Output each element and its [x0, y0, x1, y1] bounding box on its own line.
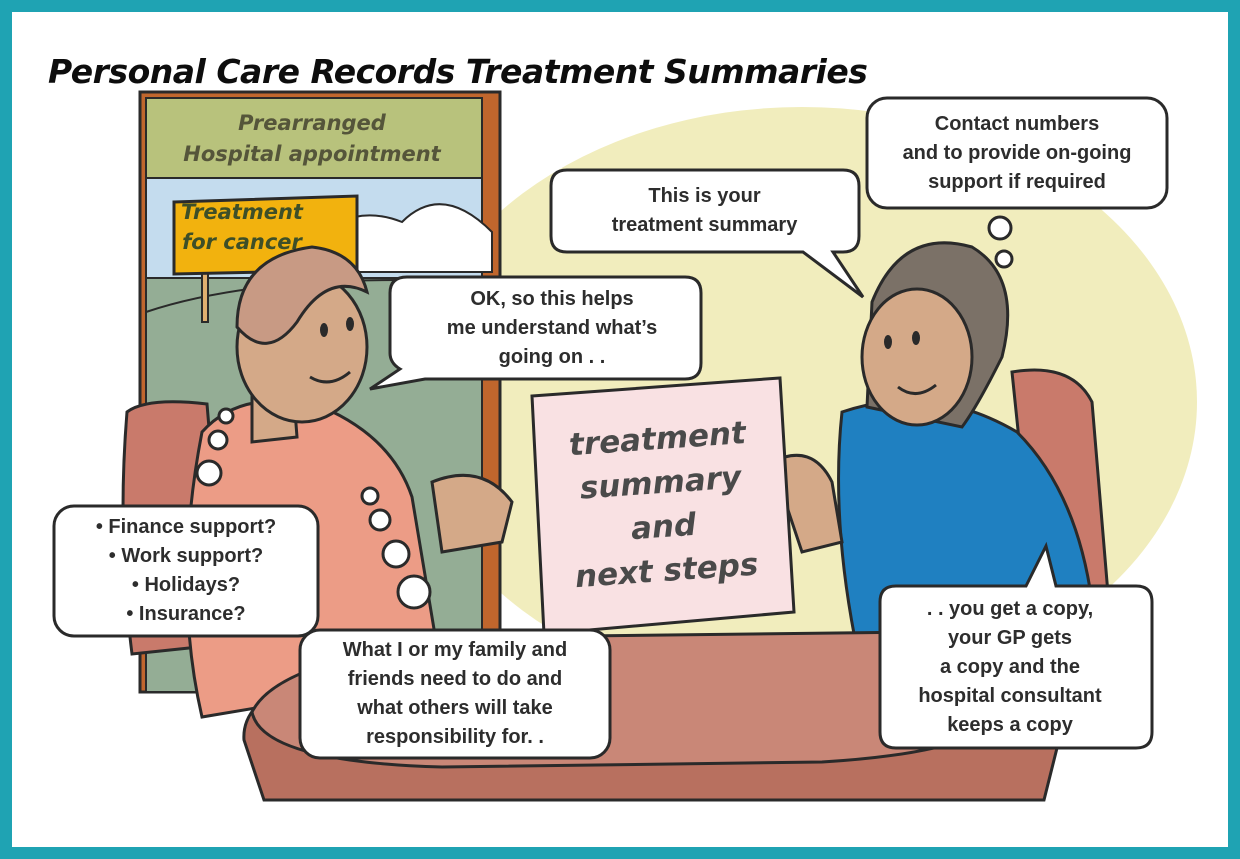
illustration-frame: Personal Care Records Treatment Summarie…: [12, 12, 1228, 847]
treatment-document: [530, 376, 796, 636]
patient-speech-text: OK, so this helps me understand what’s g…: [446, 287, 658, 368]
speech-bubble-nurse-copy: [878, 541, 1154, 750]
nurse-thought-text: Contact numbers and to provide on-going …: [902, 112, 1132, 193]
patient-thought-list-text: • Finance support? • Work support? • Hol…: [95, 516, 277, 625]
door-sign-text: Prearranged Hospital appointment: [183, 111, 441, 166]
page-title: Personal Care Records Treatment Summarie…: [48, 52, 868, 91]
cartoon-scene: [52, 90, 1197, 802]
cancer-sign-text: Treatment for cancer: [181, 200, 303, 254]
thought-bubble-nurse: [865, 96, 1169, 269]
speech-bubble-patient: [369, 275, 703, 391]
nurse-summary-text: This is your treatment summary: [611, 185, 798, 236]
treatment-document-text: treatment summary and next steps: [567, 414, 760, 595]
thought-bubble-patient-list: [52, 407, 320, 638]
speech-bubble-nurse-summary: [549, 168, 865, 299]
thought-bubble-patient-family: [298, 486, 612, 760]
nurse-copy-text: . . you get a copy, your GP gets a copy …: [918, 597, 1102, 736]
patient-thought-family-text: What I or my family and friends need to …: [342, 639, 568, 748]
